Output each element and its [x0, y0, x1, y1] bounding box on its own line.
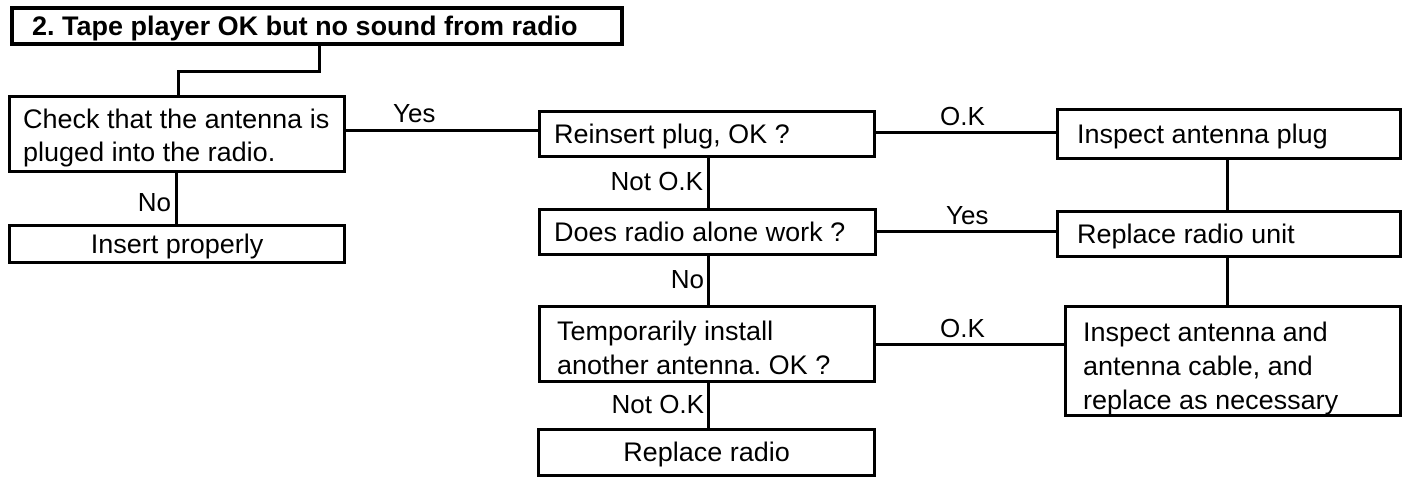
does-radio-work-box: Does radio alone work ?: [538, 208, 877, 256]
connector-check-yes: [346, 129, 538, 132]
connector-title-to-check: [177, 70, 180, 95]
edge-label-no-1: No: [137, 187, 171, 217]
connector-does-no: [707, 256, 710, 305]
title-box: 2. Tape player OK but no sound from radi…: [10, 6, 624, 46]
edge-label-yes-1: Yes: [393, 98, 436, 128]
connector-title-elbow: [177, 70, 321, 73]
replace-radio-unit-box: Replace radio unit: [1056, 210, 1402, 258]
reinsert-plug-box: Reinsert plug, OK ?: [538, 110, 876, 158]
edge-label-notok-1: Not O.K: [610, 166, 703, 196]
connector-reinsert-ok: [876, 131, 1056, 134]
insert-properly-box: Insert properly: [8, 224, 346, 264]
edge-label-ok-2: O.K: [940, 313, 985, 343]
connector-reinsert-notok: [707, 158, 710, 208]
connector-plug-to-unit: [1226, 160, 1229, 210]
connector-does-yes: [877, 230, 1056, 233]
temporary-antenna-box: Temporarily install another antenna. OK …: [538, 305, 876, 383]
connector-title-down: [318, 45, 321, 73]
inspect-antenna-cable-box: Inspect antenna and antenna cable, and r…: [1064, 305, 1402, 417]
edge-label-yes-2: Yes: [946, 200, 989, 230]
edge-label-ok-1: O.K: [940, 101, 985, 131]
connector-temp-notok: [707, 383, 710, 428]
replace-radio-box: Replace radio: [537, 428, 876, 477]
connector-check-no: [175, 173, 178, 224]
inspect-antenna-plug-box: Inspect antenna plug: [1056, 108, 1402, 160]
edge-label-notok-2: Not O.K: [611, 389, 704, 419]
check-antenna-box: Check that the antenna is pluged into th…: [8, 95, 346, 173]
connector-unit-to-cable: [1226, 258, 1229, 305]
edge-label-no-2: No: [670, 264, 704, 294]
connector-temp-ok: [876, 343, 1064, 346]
